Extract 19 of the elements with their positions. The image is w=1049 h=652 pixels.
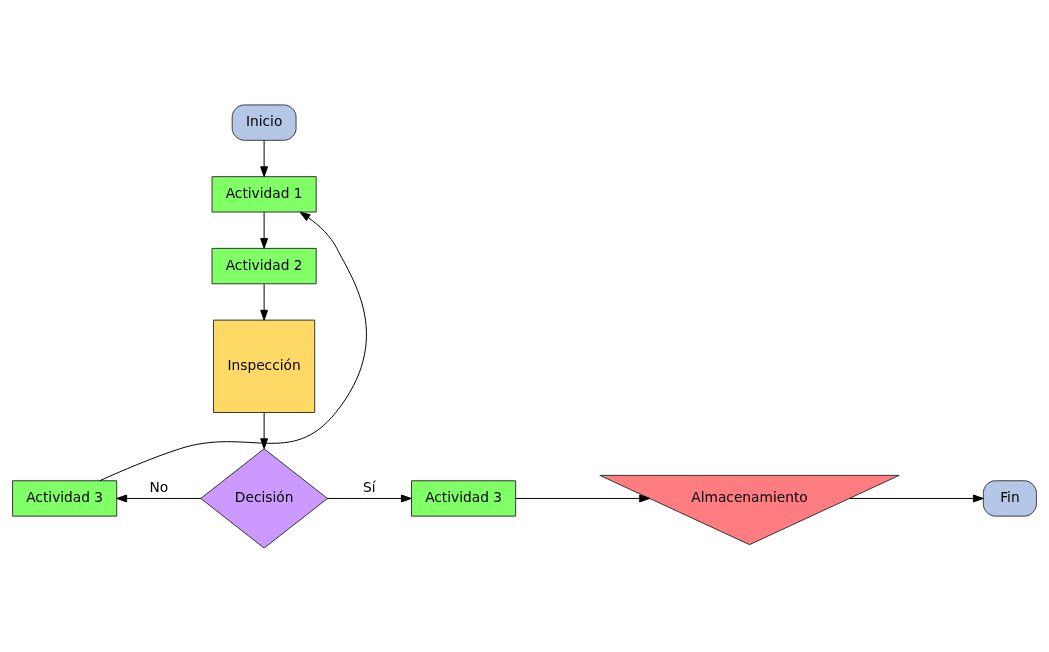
node-diamond: Decisión [200, 447, 328, 549]
arrow [515, 494, 651, 502]
arrow [260, 411, 269, 449]
edge-label: Sí [363, 478, 376, 495]
node-box: Inicio [231, 103, 297, 141]
node-box: Inspección [213, 319, 316, 413]
arrow [260, 211, 269, 249]
arrow [116, 494, 202, 502]
arrow [260, 283, 269, 321]
arrow [260, 139, 269, 177]
node-box: Actividad 1 [211, 175, 317, 212]
edge-label: No [149, 478, 169, 495]
node-box: Fin [982, 479, 1037, 517]
arrow [848, 494, 984, 502]
node-box: Actividad 3 [411, 479, 517, 517]
arrow [326, 494, 412, 502]
arrow [99, 211, 367, 481]
node-box: Actividad 2 [211, 247, 317, 284]
node-box: Actividad 3 [12, 479, 118, 517]
